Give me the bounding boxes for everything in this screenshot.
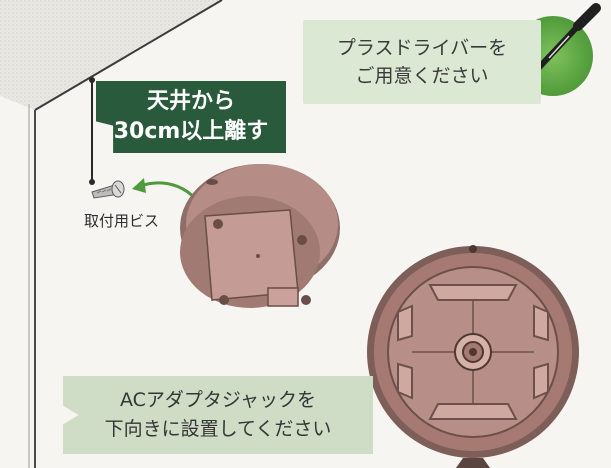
ac-jack-callout: ACアダプタジャックを 下向きに設置してください [63,376,373,454]
wall [28,104,36,468]
mounting-base [180,164,340,308]
screwdriver-callout: プラスドライバーを ご用意ください [303,20,541,104]
jack-callout-line-2: 下向きに設置してください [104,418,332,440]
screwdriver-callout-line-2: ご用意ください [355,65,489,87]
ceiling-callout-line-2: 30cm以上離す [113,119,269,144]
distance-marker [89,77,95,185]
jack-callout-line-1: ACアダプタジャックを [120,389,316,411]
ceiling [0,0,223,111]
screw-label: 取付用ビス [84,212,160,230]
ac-jack-device [367,245,579,468]
ceiling-distance-callout: 天井から 30cm以上離す [96,81,286,153]
screw-icon [91,180,125,199]
ceiling-callout-line-1: 天井から [146,89,235,114]
screwdriver-callout-line-1: プラスドライバーを [336,37,508,59]
